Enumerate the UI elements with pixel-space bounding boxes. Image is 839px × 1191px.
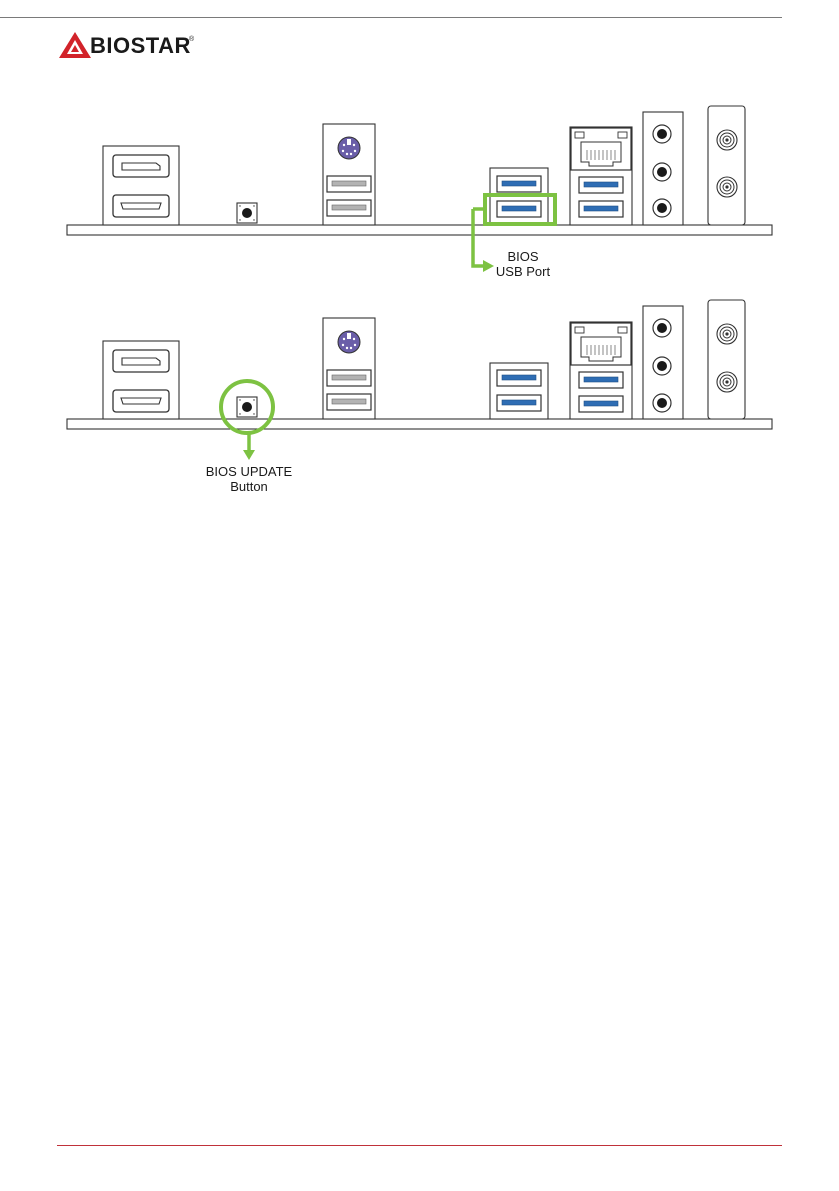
audio-jack-icon [653,125,671,143]
hdmi-port-icon [113,195,169,217]
usb3-port-icon [579,201,623,217]
arrow-down-icon [243,450,255,460]
audio-jack-icon [653,199,671,217]
usb2-port-icon [327,200,371,216]
usb2-port-icon [327,176,371,192]
io-shield-bar [67,419,772,429]
displayport-icon [113,155,169,177]
callout-line-1: BIOS UPDATE [189,464,309,479]
ps2-port-icon [338,137,360,159]
bios-update-button-icon [237,397,257,417]
callout-line-1: BIOS [488,249,558,264]
antenna-connector-icon [717,177,737,197]
bios-update-button-icon [237,203,257,223]
callout-line-2: USB Port [488,264,558,279]
antenna-block [708,300,745,419]
io-panel-bottom [67,300,772,460]
usb2-port-icon [327,394,371,410]
audio-jack-icon [653,357,671,375]
ps2-port-icon [338,331,360,353]
antenna-connector-icon [717,372,737,392]
displayport-icon [113,350,169,372]
usb3-port-icon [579,177,623,193]
footer-rule [57,1145,782,1146]
audio-jack-icon [653,163,671,181]
hdmi-port-icon [113,390,169,412]
bios-button-callout: BIOS UPDATE Button [189,464,309,494]
usb3-port-icon [579,396,623,412]
usb3-port-icon [579,372,623,388]
bios-usb-callout: BIOS USB Port [488,249,558,279]
io-panel-top [67,106,772,272]
rear-io-diagram [0,0,839,520]
lan-port-icon [571,323,631,365]
usb3-port-icon [497,176,541,192]
antenna-connector-icon [717,324,737,344]
antenna-connector-icon [717,130,737,150]
audio-jack-icon [653,319,671,337]
antenna-block [708,106,745,225]
bios-usb-port-icon [497,201,541,217]
callout-line-2: Button [189,479,309,494]
callout-line [473,209,484,266]
usb2-port-icon [327,370,371,386]
usb3-port-icon [497,370,541,386]
audio-jack-icon [653,394,671,412]
io-shield-bar [67,225,772,235]
lan-port-icon [571,128,631,170]
usb3-port-icon [497,395,541,411]
